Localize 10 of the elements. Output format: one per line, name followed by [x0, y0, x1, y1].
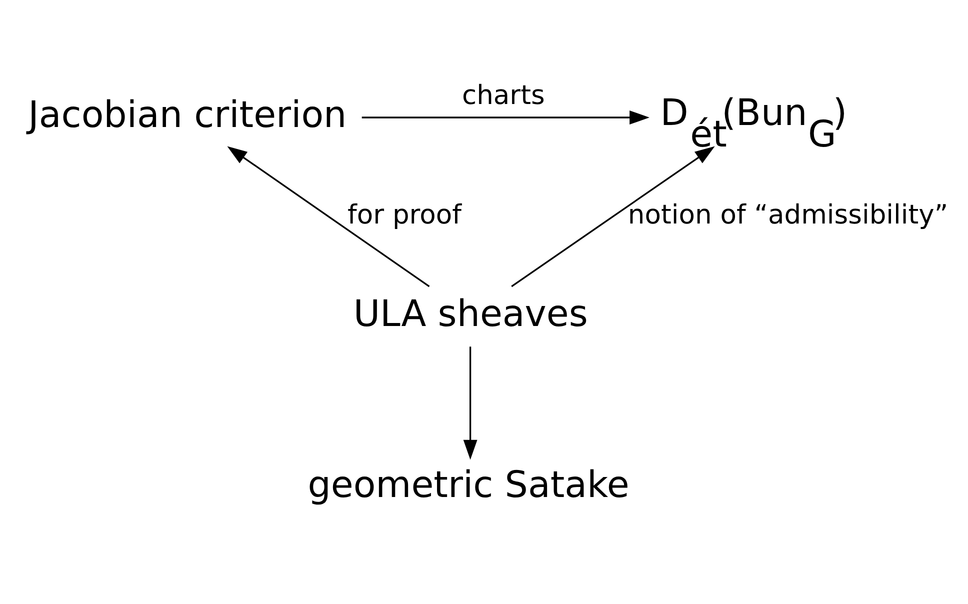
node-text: ULA sheaves	[353, 291, 588, 334]
arrow	[511, 146, 715, 287]
node-text: geometric Satake	[308, 462, 630, 506]
edge-label: for proof	[348, 198, 462, 230]
edge-label: charts	[462, 79, 545, 110]
edge-label: notion of “admissibility”	[628, 198, 948, 230]
arrow	[362, 110, 650, 124]
arrow	[463, 346, 478, 460]
arrow	[227, 146, 430, 287]
node-text: Jacobian criterion	[28, 92, 347, 136]
